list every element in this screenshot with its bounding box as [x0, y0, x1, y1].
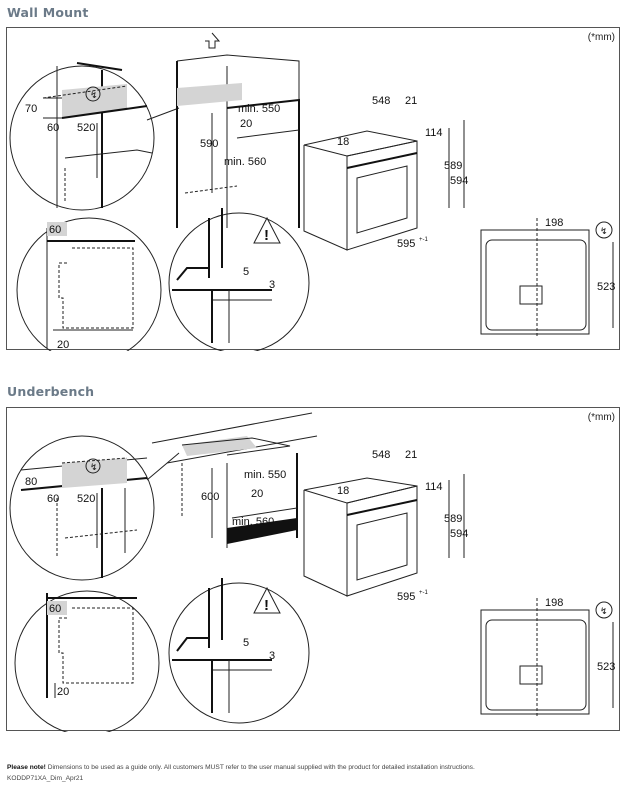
power-symbol-icon: ↯: [600, 226, 608, 236]
dim-cabinet-min-width: min. 560: [224, 156, 266, 168]
unit-note: (*mm): [587, 32, 615, 43]
dim-oven-panel: 114: [425, 481, 443, 493]
oven-drawing: 548 21 18 114 589 594 595 +-1: [303, 95, 468, 251]
dim-oven-door: 21: [405, 95, 417, 107]
dim-oven-width-tol: +-1: [419, 590, 429, 596]
footer: Please note! Dimensions to be used as a …: [7, 762, 475, 784]
warning-icon: !: [264, 597, 269, 614]
dim-power-side: 60: [47, 122, 59, 134]
dim-rear-height: 523: [597, 281, 615, 293]
underbench-drawing: ↯ 80 60 520 60 20: [9, 412, 615, 732]
power-outlet-detail-circle: ↯ 70 60 520: [9, 62, 155, 211]
footer-doc-code: KODDP71XA_Dim_Apr21: [7, 775, 84, 782]
dim-gap-a: 5: [243, 266, 249, 278]
wall-mount-diagram: (*mm) ↯ 70 60 520: [6, 27, 620, 351]
dim-gap-b: 3: [269, 279, 275, 291]
dim-side-top: 60: [49, 224, 61, 236]
dim-side-bottom: 20: [57, 686, 69, 698]
gap-detail-circle: ! 5 3: [168, 208, 310, 351]
side-clearance-detail-circle: 60 20: [14, 590, 160, 732]
dim-oven-width: 595: [397, 238, 415, 250]
underbench-diagram: (*mm) ↯ 80 60 520 60: [6, 407, 620, 732]
dim-power-side: 60: [47, 493, 59, 505]
footer-note: Please note! Dimensions to be used as a …: [7, 762, 475, 773]
unit-note: (*mm): [587, 412, 615, 423]
dim-gap-b: 3: [269, 650, 275, 662]
dim-cabinet-vent: 20: [251, 488, 263, 500]
cabinet-drawing: min. 550 20 590 min. 560: [176, 32, 300, 228]
dim-cabinet-min-depth: min. 550: [238, 103, 280, 115]
oven-drawing: 548 21 18 114 589 594 595 +-1: [303, 449, 468, 603]
cabinet-drawing: min. 550 20 600 min. 560: [151, 412, 318, 548]
dim-power-height: 520: [77, 493, 95, 505]
dim-oven-height: 594: [450, 175, 468, 187]
dim-oven-panel: 114: [425, 127, 443, 139]
dim-oven-height: 594: [450, 528, 468, 540]
dim-oven-width: 595: [397, 591, 415, 603]
wall-mount-drawing: ↯ 70 60 520 60 20: [9, 32, 615, 351]
gap-detail-circle: ! 5 3: [168, 578, 310, 724]
dim-gap-a: 5: [243, 637, 249, 649]
section-title-underbench: Underbench: [7, 384, 95, 399]
dim-power-top: 70: [25, 103, 37, 115]
rear-view-drawing: 198 ↯ 523: [480, 217, 615, 338]
dim-cabinet-min-width: min. 560: [232, 516, 274, 528]
dim-oven-height-inner: 589: [444, 513, 462, 525]
power-outlet-detail-circle: ↯ 80 60 520: [9, 435, 155, 581]
dim-cabinet-height: 600: [201, 491, 219, 503]
dim-oven-top: 18: [337, 136, 349, 148]
dim-side-bottom: 20: [57, 339, 69, 351]
section-title-wall-mount: Wall Mount: [7, 5, 89, 20]
dim-side-top: 60: [49, 603, 61, 615]
dim-cabinet-vent: 20: [240, 118, 252, 130]
footer-note-label: Please note!: [7, 764, 46, 771]
power-symbol-icon: ↯: [90, 90, 98, 100]
warning-icon: !: [264, 227, 269, 244]
footer-note-text: Dimensions to be used as a guide only. A…: [45, 764, 475, 771]
power-symbol-icon: ↯: [600, 606, 608, 616]
dim-rear-offset: 198: [545, 217, 563, 229]
dim-oven-door: 21: [405, 449, 417, 461]
up-arrow-icon: [205, 32, 221, 49]
dim-rear-height: 523: [597, 661, 615, 673]
dim-cabinet-height: 590: [200, 138, 218, 150]
power-symbol-icon: ↯: [90, 462, 98, 472]
dim-oven-depth: 548: [372, 95, 390, 107]
dim-oven-height-inner: 589: [444, 160, 462, 172]
rear-view-drawing: 198 ↯ 523: [480, 597, 615, 718]
dim-oven-depth: 548: [372, 449, 390, 461]
dim-oven-width-tol: +-1: [419, 237, 429, 243]
dim-power-top: 80: [25, 476, 37, 488]
dim-oven-top: 18: [337, 485, 349, 497]
dim-power-height: 520: [77, 122, 95, 134]
dim-rear-offset: 198: [545, 597, 563, 609]
side-clearance-detail-circle: 60 20: [16, 217, 162, 351]
dim-cabinet-min-depth: min. 550: [244, 469, 286, 481]
